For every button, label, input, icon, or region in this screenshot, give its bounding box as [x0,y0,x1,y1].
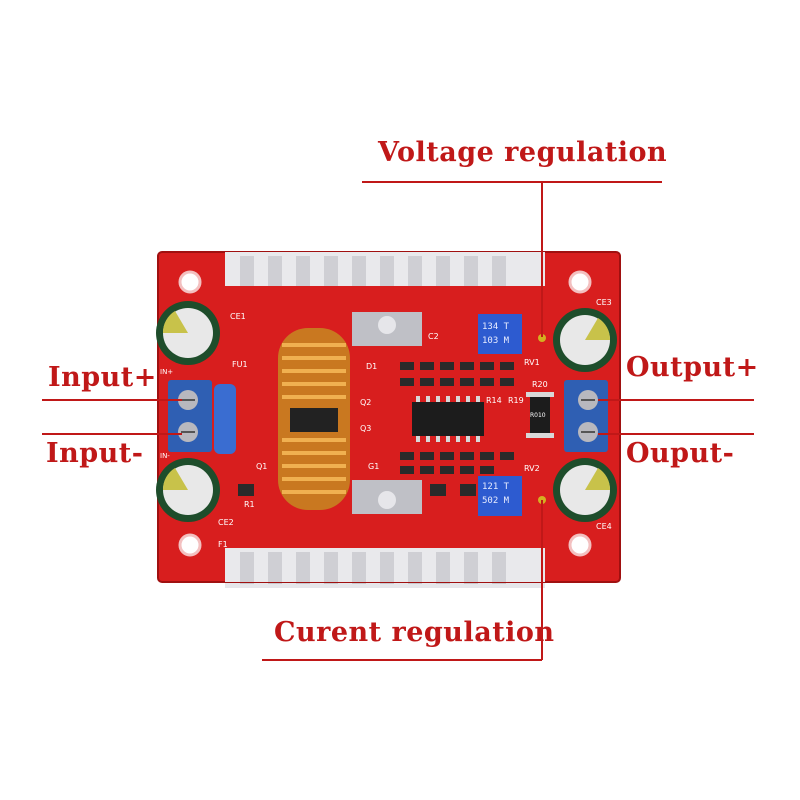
silkscreen-f1: F1 [218,540,228,549]
silkscreen-q2: Q2 [360,398,372,407]
output-minus-label: Ouput- [626,438,735,469]
pot-top-code: 134 T [482,322,510,332]
inductor-coil [278,328,350,510]
silkscreen-rv1: RV1 [524,358,540,367]
output-terminal-block [564,380,608,452]
transistor-small-3 [460,484,476,496]
silkscreen-ce1: CE1 [230,312,246,321]
mosfet-bottom [352,480,422,514]
silkscreen-rv2: RV2 [524,464,540,473]
silkscreen-q1: Q1 [256,462,268,471]
transistor-small-1 [238,484,254,496]
pot-bottom-value: 502 M [482,496,510,506]
silkscreen-g1: G1 [368,462,380,471]
pot-top-value: 103 M [482,336,510,346]
output-plus-label: Output+ [626,352,759,383]
smd-components [400,362,514,474]
input-terminal-block [168,380,212,452]
silkscreen-in-plus: IN+ [160,368,174,376]
capacitor-ce2 [156,458,220,522]
current-regulation-underline [262,659,542,661]
transistor-small-2 [430,484,446,496]
silkscreen-ce3: CE3 [596,298,612,307]
silkscreen-d1: D1 [366,362,378,371]
silkscreen-ce4: CE4 [596,522,612,531]
output-plus-leader [598,399,754,401]
input-plus-leader [42,399,182,401]
control-ic [412,396,484,442]
shunt-resistor [530,395,550,435]
silkscreen-q3: Q3 [360,424,372,433]
input-minus-leader [42,433,182,435]
pot-bottom-code: 121 T [482,482,510,492]
input-minus-label: Input- [46,438,144,469]
silkscreen-r1: R1 [244,500,255,509]
capacitor-ce3 [553,308,617,372]
silkscreen-r19: R19 [508,396,524,405]
silkscreen-c2: C2 [428,332,439,341]
input-plus-label: Input+ [48,362,157,393]
silkscreen-r14: R14 [486,396,502,405]
current-regulation-leader [541,500,543,660]
mounting-holes [178,270,592,557]
voltage-regulation-underline [362,181,662,183]
silkscreen-r010: R010 [530,412,546,419]
output-minus-leader [598,433,754,435]
current-regulation-label: Curent regulation [274,617,555,648]
potentiometer-voltage [478,314,546,354]
silkscreen-fu1: FU1 [232,360,248,369]
silkscreen-r20: R20 [532,380,548,389]
silkscreen-ce2: CE2 [218,518,234,527]
fuse-fu1 [214,384,236,454]
capacitor-ce1 [156,301,220,365]
voltage-regulation-leader [541,182,543,337]
capacitor-ce4 [553,458,617,522]
silkscreen-in-minus: IN- [160,452,170,460]
mosfet-top [352,312,422,346]
voltage-regulation-label: Voltage regulation [378,137,668,168]
